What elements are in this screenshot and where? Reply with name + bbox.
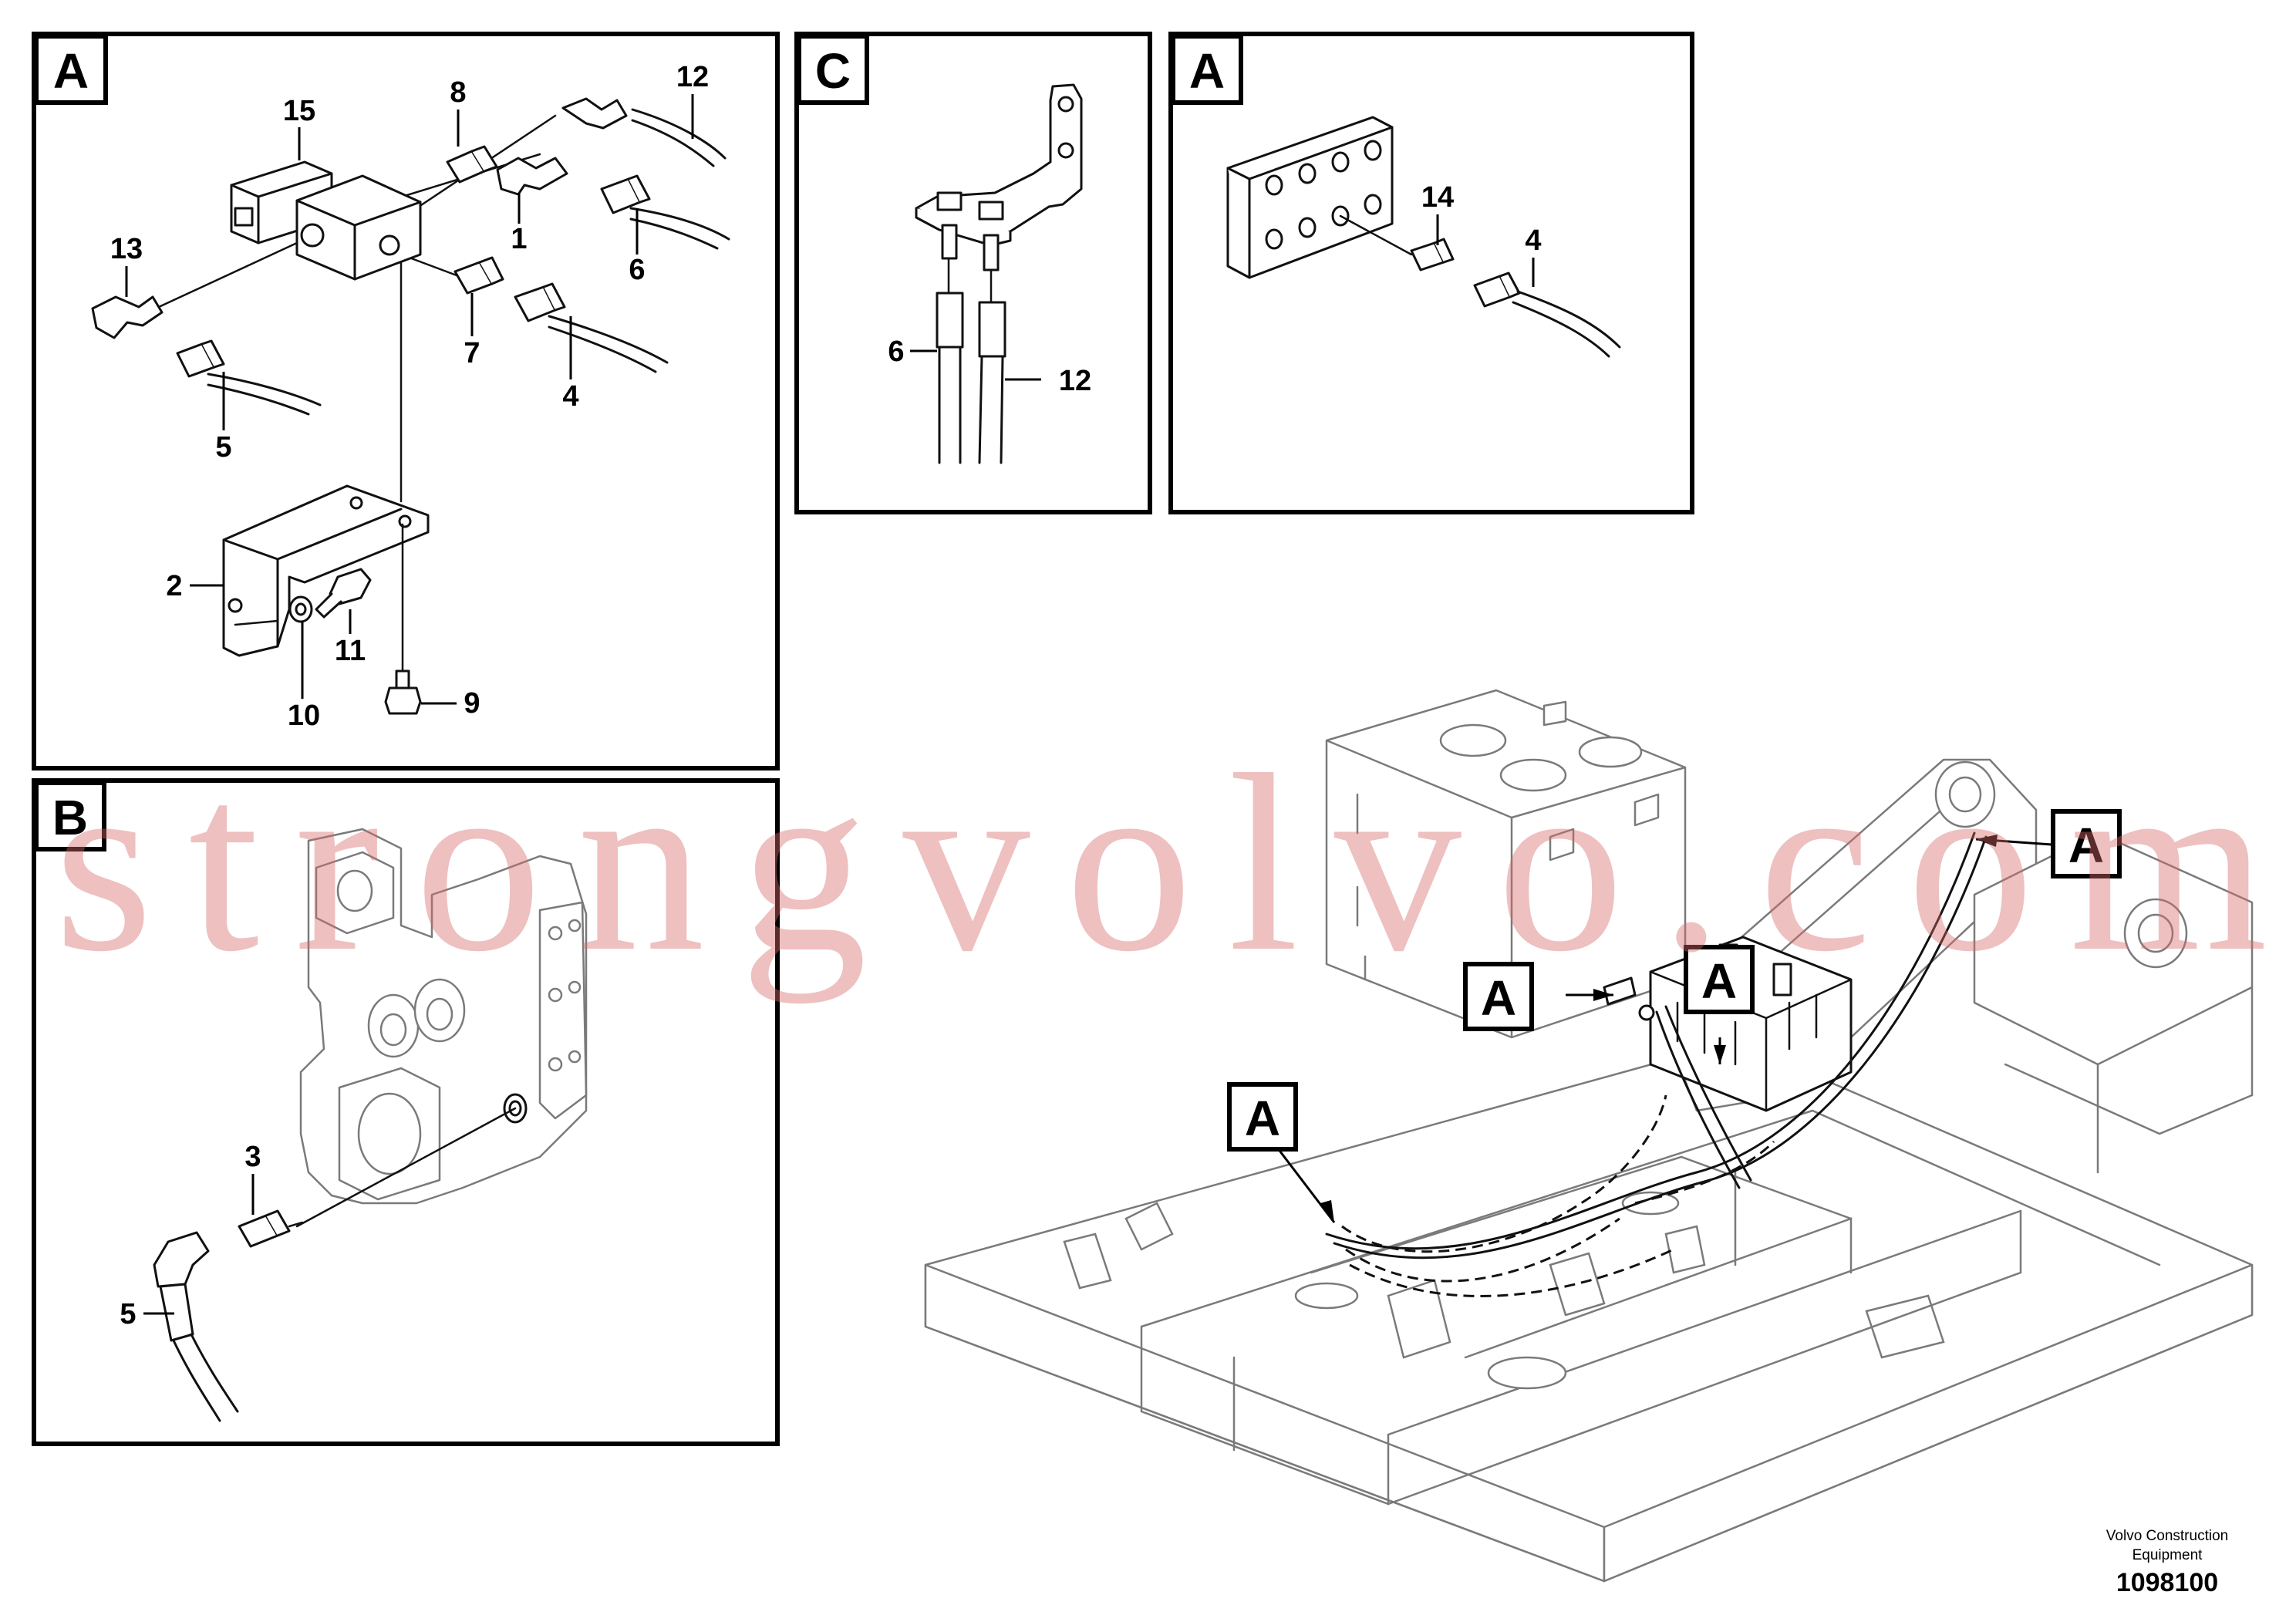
drawing-number: 1098100 [2116,1568,2218,1597]
panel-tag: A [1189,43,1225,99]
overview-tag-a-port-plate: A [1463,962,1613,1031]
callout-13: 13 [110,233,143,265]
panel-tag: B [52,790,88,845]
callout-1: 1 [511,223,527,255]
callout-4: 4 [562,380,578,413]
panel-tag: C [815,43,851,99]
company-name-line2: Equipment [2132,1547,2203,1563]
panel-a-port-plate-detail: A 14 4 [1168,32,1694,514]
overview-tag-a-boom: A [1975,809,2122,878]
callout-12: 12 [1059,365,1091,397]
callout-8: 8 [450,76,466,109]
callout-5: 5 [215,431,231,464]
machine-overview: A A A A [924,689,2254,1583]
svg-text:A: A [1245,1091,1280,1146]
callout-15: 15 [283,95,315,127]
svg-text:A: A [1701,953,1737,1009]
svg-text:A: A [1481,970,1516,1026]
callout-11: 11 [335,635,366,667]
callout-2: 2 [166,570,182,602]
callout-3: 3 [244,1141,261,1173]
panel-b-pump-port-detail: B 3 5 [32,778,780,1446]
callout-4: 4 [1525,224,1541,257]
panel-tag: A [53,43,89,99]
title-block: Volvo Construction Equipment 1098100 [2106,1528,2228,1597]
callout-6: 6 [629,254,645,286]
callout-7: 7 [464,337,480,369]
callout-9: 9 [464,687,480,720]
overview-tag-a-valve: A [1684,945,1755,1064]
callout-10: 10 [288,700,320,732]
panel-a-valve-detail: A [32,32,780,771]
overview-tag-a-frame: A [1227,1082,1336,1223]
callout-5: 5 [120,1298,136,1330]
svg-text:A: A [2068,818,2104,873]
callout-6: 6 [888,336,904,368]
callout-12: 12 [676,61,709,93]
company-name-line1: Volvo Construction [2106,1528,2228,1544]
callout-14: 14 [1421,181,1454,214]
panel-c-bracket-detail: C 6 12 [794,32,1152,514]
